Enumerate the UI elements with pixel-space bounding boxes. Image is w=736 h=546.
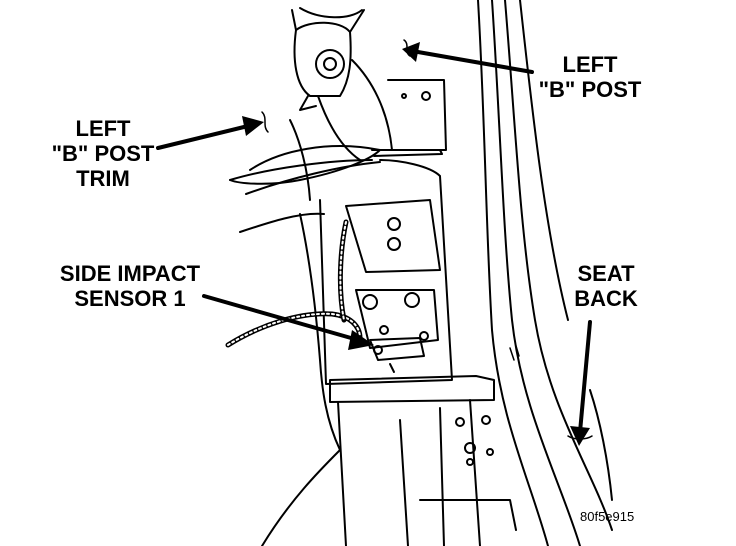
leader-ticks [261,39,593,440]
b-post-bracket [371,79,447,157]
side-impact-sensor-mount [355,289,439,373]
label-line: SENSOR 1 [74,286,186,311]
label-line: TRIM [76,166,130,191]
label-line: "B" POST [538,77,642,102]
label-line: SEAT [577,261,635,286]
b-post-trim-panel [229,119,381,546]
upper-b-post [291,7,393,161]
figure-id: 80f5e915 [580,509,635,524]
arrow-to-b-post [416,50,534,74]
arrow-to-seat-back [578,320,592,434]
seat-back-edge [477,0,613,546]
arrow-heads [242,42,590,446]
label-line: "B" POST [51,141,155,166]
label-line: BACK [574,286,638,311]
arrow-to-sensor [202,294,360,342]
arrow-to-trim [156,124,250,150]
b-post-lower [319,159,517,546]
label-left-b-post: LEFT "B" POST [520,52,660,102]
label-line: SIDE IMPACT [59,261,201,286]
label-left-b-post-trim: LEFT "B" POST TRIM [28,116,178,191]
label-line: LEFT [562,52,618,77]
label-side-impact-sensor: SIDE IMPACT SENSOR 1 [40,261,220,311]
leader-arrows [156,50,592,434]
label-seat-back: SEAT BACK [558,261,654,311]
sensor-wire-harness [225,219,363,348]
label-line: LEFT [75,116,131,141]
